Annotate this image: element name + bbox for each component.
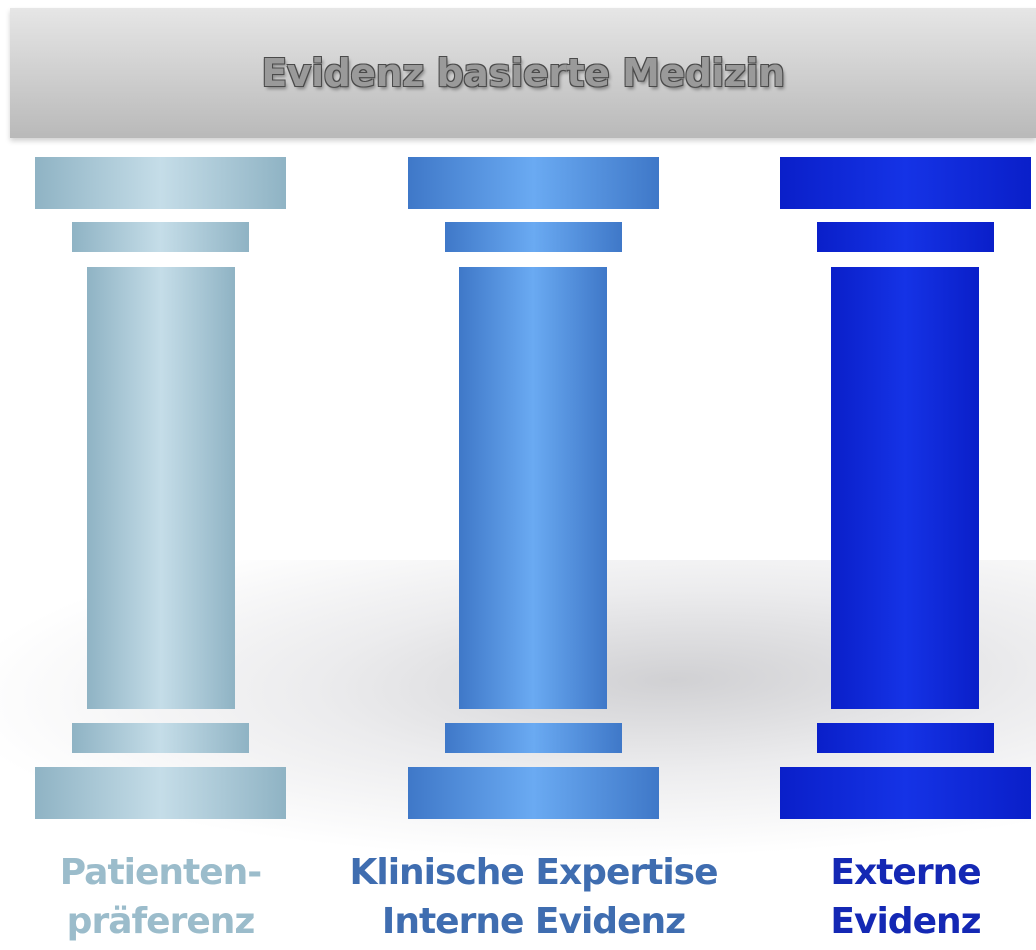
pillar-base-ring <box>817 723 994 753</box>
page-title: Evidenz basierte Medizin <box>261 51 785 95</box>
pillar-base-ring <box>445 723 622 753</box>
pillar-shaft <box>831 267 979 709</box>
pillar-label-line: Externe <box>830 852 981 893</box>
pillar-label-line: Interne Evidenz <box>381 901 686 942</box>
pillar-plinth <box>35 767 286 819</box>
pillar-label-line: präferenz <box>66 901 256 942</box>
pillar-capital-top <box>35 157 286 209</box>
pillar-label-externe-evidenz: Externe Evidenz <box>790 848 1021 946</box>
pillar-shaft <box>87 267 235 709</box>
pillar-label-patientenpraeferenz: Patienten- präferenz <box>20 848 301 946</box>
pillar-capital-ring <box>72 222 249 252</box>
pillar-label-line: Evidenz <box>830 901 981 942</box>
pillar-label-klinische-expertise: Klinische Expertise Interne Evidenz <box>322 848 745 946</box>
pillar-capital-ring <box>817 222 994 252</box>
pillar-label-line: Patienten- <box>59 852 263 893</box>
pillar-plinth <box>408 767 659 819</box>
pillar-capital-top <box>408 157 659 209</box>
pillar-label-line: Klinische Expertise <box>349 852 718 893</box>
pillar-shaft <box>459 267 607 709</box>
pillar-plinth <box>780 767 1031 819</box>
pillar-base-ring <box>72 723 249 753</box>
pillar-capital-ring <box>445 222 622 252</box>
pillar-capital-top <box>780 157 1031 209</box>
title-banner: Evidenz basierte Medizin <box>10 8 1036 138</box>
